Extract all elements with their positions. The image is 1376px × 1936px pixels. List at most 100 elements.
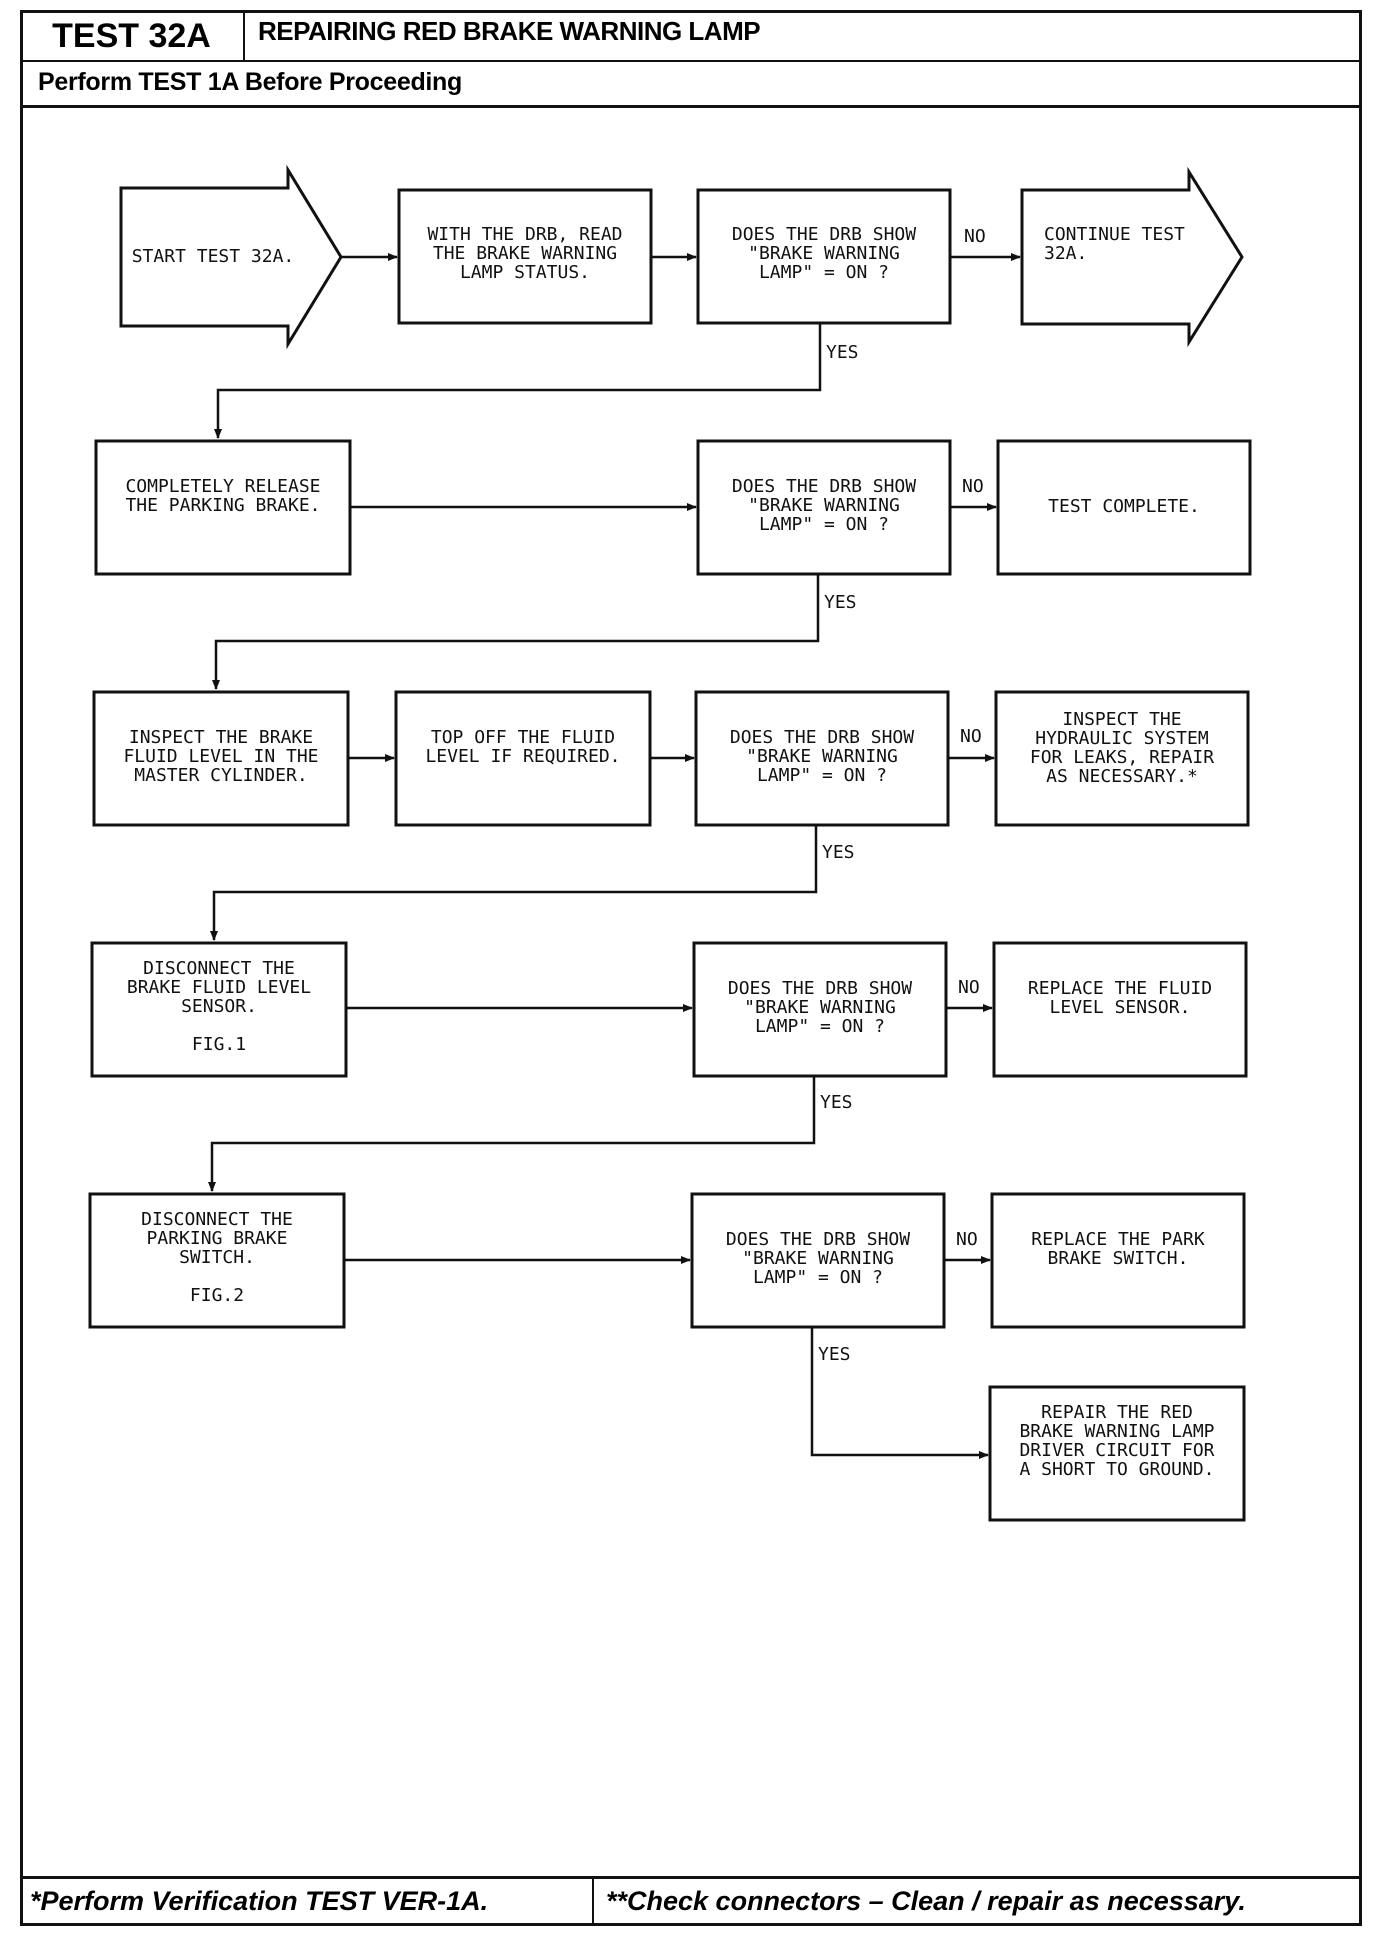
replace-sensor-box xyxy=(992,941,1248,1078)
text-line: LAMP" = ON ? xyxy=(757,765,887,786)
footer-verification-note: *Perform Verification TEST VER-1A. xyxy=(30,1886,489,1916)
text-line: TEST COMPLETE. xyxy=(1048,496,1200,517)
text-line: DOES THE DRB SHOW xyxy=(726,1229,910,1250)
text-line: THE BRAKE WARNING xyxy=(433,243,617,264)
text-line: DOES THE DRB SHOW xyxy=(728,978,912,999)
text-line: DISCONNECT THE xyxy=(141,1209,293,1230)
start-label: START TEST 32A. xyxy=(132,246,295,267)
connector-q5-yes xyxy=(810,1327,989,1459)
connector-q4-yes xyxy=(208,1076,816,1192)
text-line: "BRAKE WARNING xyxy=(746,746,898,767)
yes-label-2: YES xyxy=(824,592,857,613)
text-line: CONTINUE TEST xyxy=(1044,224,1185,245)
text-line: INSPECT THE xyxy=(1062,709,1181,730)
text-line: DOES THE DRB SHOW xyxy=(730,727,914,748)
text-line: DRIVER CIRCUIT FOR xyxy=(1019,1440,1214,1461)
text-line: THE PARKING BRAKE. xyxy=(125,495,320,516)
text-line: A SHORT TO GROUND. xyxy=(1019,1459,1214,1480)
text-line: LEVEL SENSOR. xyxy=(1050,997,1191,1018)
text-line: BRAKE WARNING LAMP xyxy=(1019,1421,1214,1442)
text-line: TOP OFF THE FLUID xyxy=(431,727,615,748)
repair-driver-circuit-box xyxy=(988,1385,1246,1522)
test-id: TEST 32A xyxy=(20,10,245,62)
text-line: COMPLETELY RELEASE xyxy=(125,476,320,497)
test-complete-text: TEST COMPLETE. xyxy=(1048,496,1200,517)
footer-bar xyxy=(20,1876,1362,1926)
connector-q2-yes xyxy=(212,574,820,690)
test-complete-box xyxy=(996,439,1252,576)
text-line: DISCONNECT THE xyxy=(143,958,295,979)
text-line: LAMP STATUS. xyxy=(460,262,590,283)
text-line: BRAKE SWITCH. xyxy=(1048,1248,1189,1269)
text-line: START TEST 32A. xyxy=(132,246,295,267)
footer-divider xyxy=(592,1876,594,1926)
text-line: REPLACE THE FLUID xyxy=(1028,978,1212,999)
text-line: FOR LEAKS, REPAIR xyxy=(1030,747,1214,768)
yes-label-1: YES xyxy=(826,342,859,363)
text-line: "BRAKE WARNING xyxy=(744,997,896,1018)
replace-switch-box xyxy=(990,1192,1246,1329)
text-line: HYDRAULIC SYSTEM xyxy=(1035,728,1209,749)
header-bar xyxy=(20,10,1362,62)
text-line: FLUID LEVEL IN THE xyxy=(123,746,318,767)
no-label-2: NO xyxy=(962,476,984,497)
text-line: "BRAKE WARNING xyxy=(748,243,900,264)
text-line: AS NECESSARY.* xyxy=(1046,766,1198,787)
no-label-1: NO xyxy=(964,226,986,247)
connector-q3-yes xyxy=(210,825,818,941)
page-border xyxy=(20,10,1362,1926)
prerequisite-note: Perform TEST 1A Before Proceeding xyxy=(38,68,462,96)
yes-label-4: YES xyxy=(820,1092,853,1113)
text-line: DOES THE DRB SHOW xyxy=(732,224,916,245)
text-line: LAMP" = ON ? xyxy=(755,1016,885,1037)
question-box-4 xyxy=(692,941,948,1078)
fig2-label: FIG.2 xyxy=(190,1285,244,1306)
text-line: SENSOR. xyxy=(181,996,257,1017)
text-line: LAMP" = ON ? xyxy=(759,514,889,535)
yes-label-5: YES xyxy=(818,1344,851,1365)
start-arrow-shape xyxy=(119,164,343,350)
connector-q1-yes xyxy=(214,323,822,439)
test-title: REPAIRING RED BRAKE WARNING LAMP xyxy=(258,16,761,46)
footer-connectors-note: **Check connectors – Clean / repair as n… xyxy=(606,1886,1246,1916)
text-line: WITH THE DRB, READ xyxy=(427,224,622,245)
text-line: 32A. xyxy=(1044,243,1087,264)
text-line: REPAIR THE RED xyxy=(1041,1402,1193,1423)
text-line: LAMP" = ON ? xyxy=(759,262,889,283)
text-line: SWITCH. xyxy=(179,1247,255,1268)
text-line: PARKING BRAKE xyxy=(147,1228,288,1249)
text-line: BRAKE FLUID LEVEL xyxy=(127,977,311,998)
continue-arrow-shape xyxy=(1020,166,1244,348)
no-label-4: NO xyxy=(958,977,980,998)
no-label-5: NO xyxy=(956,1229,978,1250)
yes-label-3: YES xyxy=(822,842,855,863)
text-line: "BRAKE WARNING xyxy=(748,495,900,516)
inspect-hydraulic-box xyxy=(994,690,1250,827)
text-line: "BRAKE WARNING xyxy=(742,1248,894,1269)
text-line: LEVEL IF REQUIRED. xyxy=(425,746,620,767)
text-line: LAMP" = ON ? xyxy=(753,1267,883,1288)
fig1-label: FIG.1 xyxy=(192,1034,246,1055)
prerequisite-bar xyxy=(20,62,1362,108)
text-line: DOES THE DRB SHOW xyxy=(732,476,916,497)
disconnect-sensor-box xyxy=(90,941,348,1078)
text-line: REPLACE THE PARK xyxy=(1031,1229,1205,1250)
